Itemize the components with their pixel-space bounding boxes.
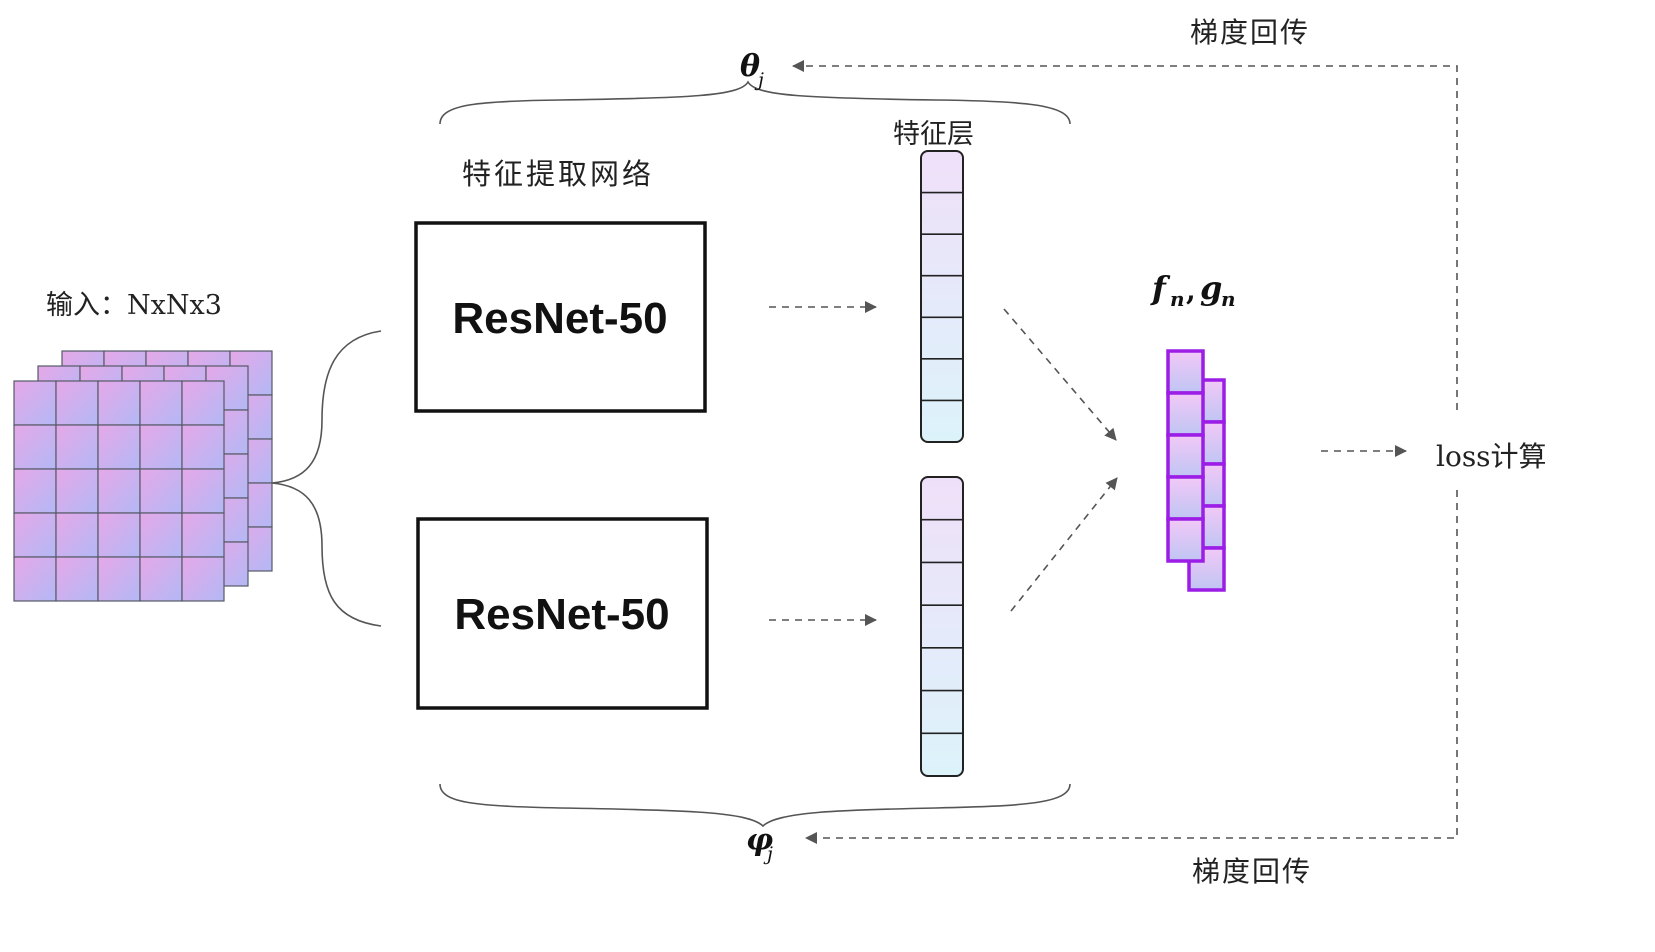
top-brace: [439, 80, 1071, 125]
input-image-stack: [13, 350, 273, 602]
input-grid-cell: [181, 380, 225, 426]
bottom-brace: [439, 783, 1071, 828]
input-grid-cell: [13, 380, 57, 426]
svg-text:,: ,: [1186, 274, 1196, 307]
feature-layer-top: [920, 150, 964, 443]
output-cell: [1166, 391, 1205, 437]
input-grid-cell: [181, 512, 225, 558]
output-cell: [1166, 349, 1205, 395]
input-grid-cell: [55, 556, 99, 602]
gradient-label-top: 梯度回传: [1190, 16, 1310, 49]
resnet-top-box: ResNet-50: [414, 221, 707, 413]
svg-text:θ: θ: [740, 49, 760, 84]
input-grid-cell: [55, 512, 99, 558]
feature-column-outline: [920, 476, 964, 777]
input-grid-cell: [139, 424, 183, 470]
input-branch-brace: [271, 330, 382, 627]
loss-label: loss计算: [1436, 440, 1547, 473]
input-grid-cell: [97, 468, 141, 514]
input-grid-cell: [139, 468, 183, 514]
input-label: 输入：NxNx3: [46, 290, 222, 321]
svg-text:j: j: [763, 843, 773, 865]
backbone-caption: 特征提取网络: [462, 157, 654, 191]
output-label: f n , g n: [1150, 269, 1236, 311]
arrow-feature-bottom-to-output: [1010, 477, 1118, 612]
input-grid-cell: [97, 512, 141, 558]
input-grid-cell: [13, 556, 57, 602]
feature-layer-caption: 特征层: [893, 119, 974, 150]
input-grid-cell: [139, 556, 183, 602]
input-grid-cell: [181, 468, 225, 514]
input-grid-cell: [97, 380, 141, 426]
gradient-path-bottom: [805, 490, 1458, 844]
input-grid-cell: [55, 468, 99, 514]
resnet-bottom-label: ResNet-50: [454, 590, 669, 639]
resnet-bottom-box: ResNet-50: [416, 517, 709, 710]
input-grid-cell: [13, 512, 57, 558]
input-grid-cell: [55, 424, 99, 470]
output-cell: [1166, 517, 1205, 563]
input-grid-layer: [13, 380, 225, 602]
feature-column-outline: [920, 150, 964, 443]
theta-symbol: θ j: [740, 49, 764, 91]
svg-text:f: f: [1150, 269, 1171, 307]
input-grid-cell: [97, 424, 141, 470]
input-grid-cell: [181, 424, 225, 470]
output-cell: [1166, 475, 1205, 521]
output-embedding-f: [1166, 349, 1205, 563]
svg-text:j: j: [754, 69, 764, 91]
resnet-top-label: ResNet-50: [452, 294, 667, 343]
input-grid-cell: [97, 556, 141, 602]
input-grid-cell: [13, 468, 57, 514]
svg-text:g: g: [1200, 269, 1222, 307]
input-grid-cell: [139, 380, 183, 426]
output-cell: [1166, 433, 1205, 479]
arrow-feature-top-to-output: [1003, 308, 1117, 441]
gradient-path-top: [792, 60, 1458, 410]
phi-symbol: φ j: [746, 823, 773, 865]
input-grid-cell: [55, 380, 99, 426]
input-grid-cell: [13, 424, 57, 470]
gradient-label-bottom: 梯度回传: [1192, 855, 1312, 888]
feature-layer-bottom: [920, 476, 964, 777]
input-grid-cell: [139, 512, 183, 558]
svg-text:n: n: [1221, 287, 1236, 311]
svg-text:n: n: [1170, 287, 1185, 311]
svg-text:φ: φ: [746, 823, 773, 858]
input-grid-cell: [181, 556, 225, 602]
